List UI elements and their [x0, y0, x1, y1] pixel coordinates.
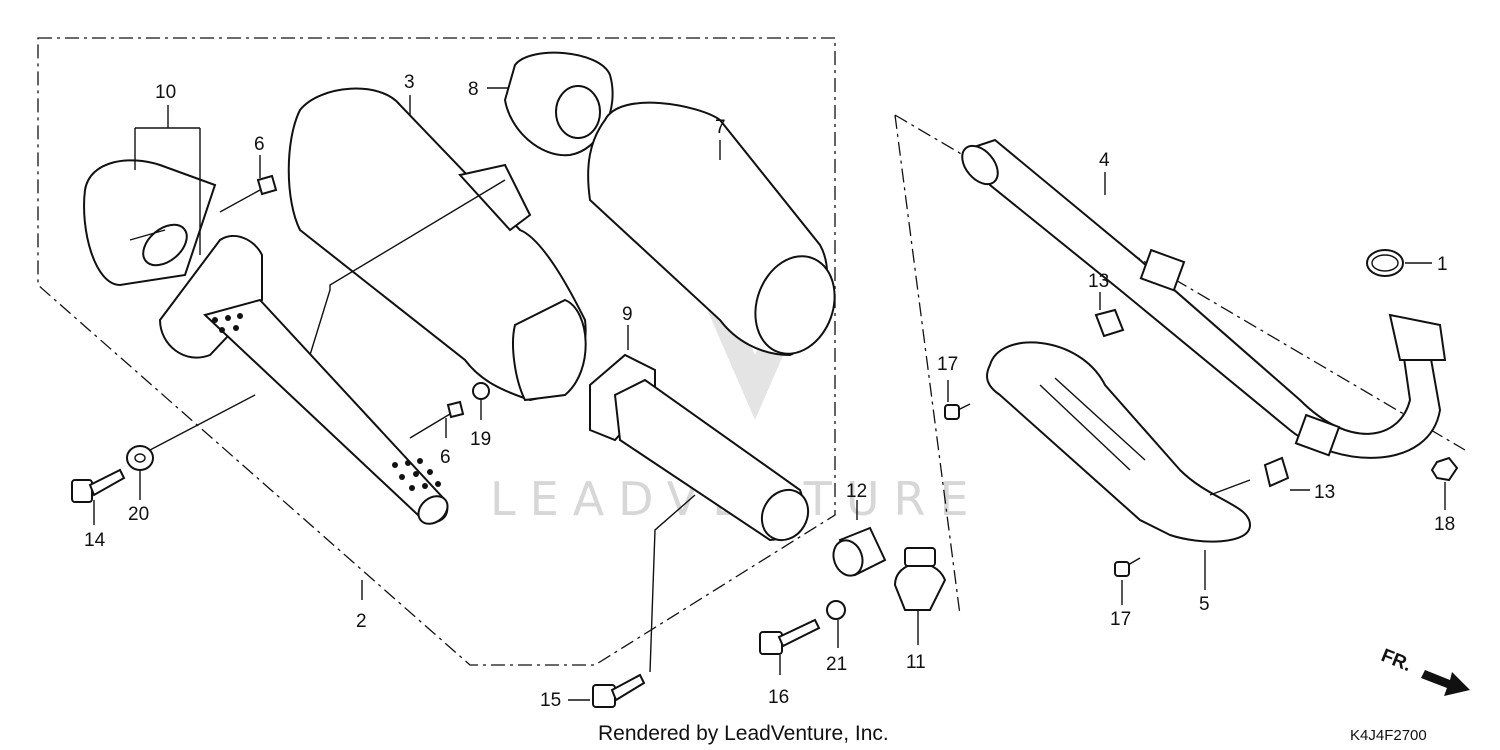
part-label-5: 5	[1199, 594, 1210, 615]
part-label-6b: 6	[440, 447, 451, 468]
washer-21[interactable]	[826, 600, 846, 620]
part-label-18: 18	[1434, 514, 1455, 535]
part-label-12: 12	[846, 481, 867, 502]
bolt-16[interactable]	[759, 618, 821, 655]
end-cap-part[interactable]	[83, 159, 217, 287]
connector-pipe-part[interactable]	[613, 378, 817, 549]
rivet-6b[interactable]	[409, 400, 465, 439]
part-label-8: 8	[468, 79, 479, 100]
assembly-boundary-left	[37, 37, 836, 666]
part-label-2: 2	[356, 611, 367, 632]
front-marker-label: FR.	[1378, 645, 1414, 676]
part-label-16: 16	[768, 687, 789, 708]
exhaust-pipe-part[interactable]	[955, 138, 1447, 459]
front-direction-marker: FR.	[1378, 645, 1470, 696]
front-arrow-icon	[1421, 670, 1470, 696]
part-label-13a: 13	[1088, 271, 1109, 292]
muffler-body-part[interactable]	[287, 87, 587, 402]
bushing-part[interactable]	[829, 526, 887, 580]
bolt-14[interactable]	[71, 468, 126, 503]
assembly-boundary-right	[894, 114, 1466, 616]
leader-lines	[93, 87, 1446, 701]
part-label-9: 9	[622, 304, 633, 325]
washer-20[interactable]	[126, 445, 154, 471]
part-label-15: 15	[540, 690, 561, 711]
part-label-14: 14	[84, 530, 106, 551]
part-label-17a: 17	[937, 354, 958, 375]
rivet-6a[interactable]	[219, 174, 278, 213]
nut-18[interactable]	[1430, 456, 1459, 482]
credit-text: Rendered by LeadVenture, Inc.	[598, 722, 889, 745]
screw-17a[interactable]	[944, 403, 971, 420]
part-label-1: 1	[1437, 254, 1448, 275]
heat-guard-part[interactable]	[986, 341, 1252, 543]
bolt-15[interactable]	[592, 673, 646, 708]
gasket-ring-part[interactable]	[1366, 249, 1404, 277]
clamp-part[interactable]	[893, 547, 947, 611]
clip-13a[interactable]	[1094, 308, 1125, 338]
part-label-11: 11	[906, 652, 926, 673]
part-label-10: 10	[155, 82, 176, 103]
diagram-code: K4J4F2700	[1350, 727, 1427, 744]
foam-plug-part[interactable]	[503, 51, 614, 157]
washer-19[interactable]	[472, 382, 490, 400]
part-label-19: 19	[470, 429, 491, 450]
part-label-20: 20	[128, 504, 149, 525]
part-labels: 10 3 8 7 6 9 6 19 14 20 2 15 16 21 12 11…	[84, 72, 1455, 711]
part-label-4: 4	[1099, 150, 1110, 171]
inner-pipe-part[interactable]	[158, 235, 453, 530]
screw-17b[interactable]	[1114, 557, 1141, 577]
part-label-7: 7	[715, 117, 726, 138]
packing-part[interactable]	[587, 101, 848, 365]
part-label-3: 3	[404, 72, 415, 93]
part-label-13b: 13	[1314, 482, 1335, 503]
part-label-21: 21	[826, 654, 847, 675]
clip-13b[interactable]	[1263, 456, 1290, 488]
part-label-6a: 6	[254, 134, 265, 155]
part-label-17b: 17	[1110, 609, 1131, 630]
